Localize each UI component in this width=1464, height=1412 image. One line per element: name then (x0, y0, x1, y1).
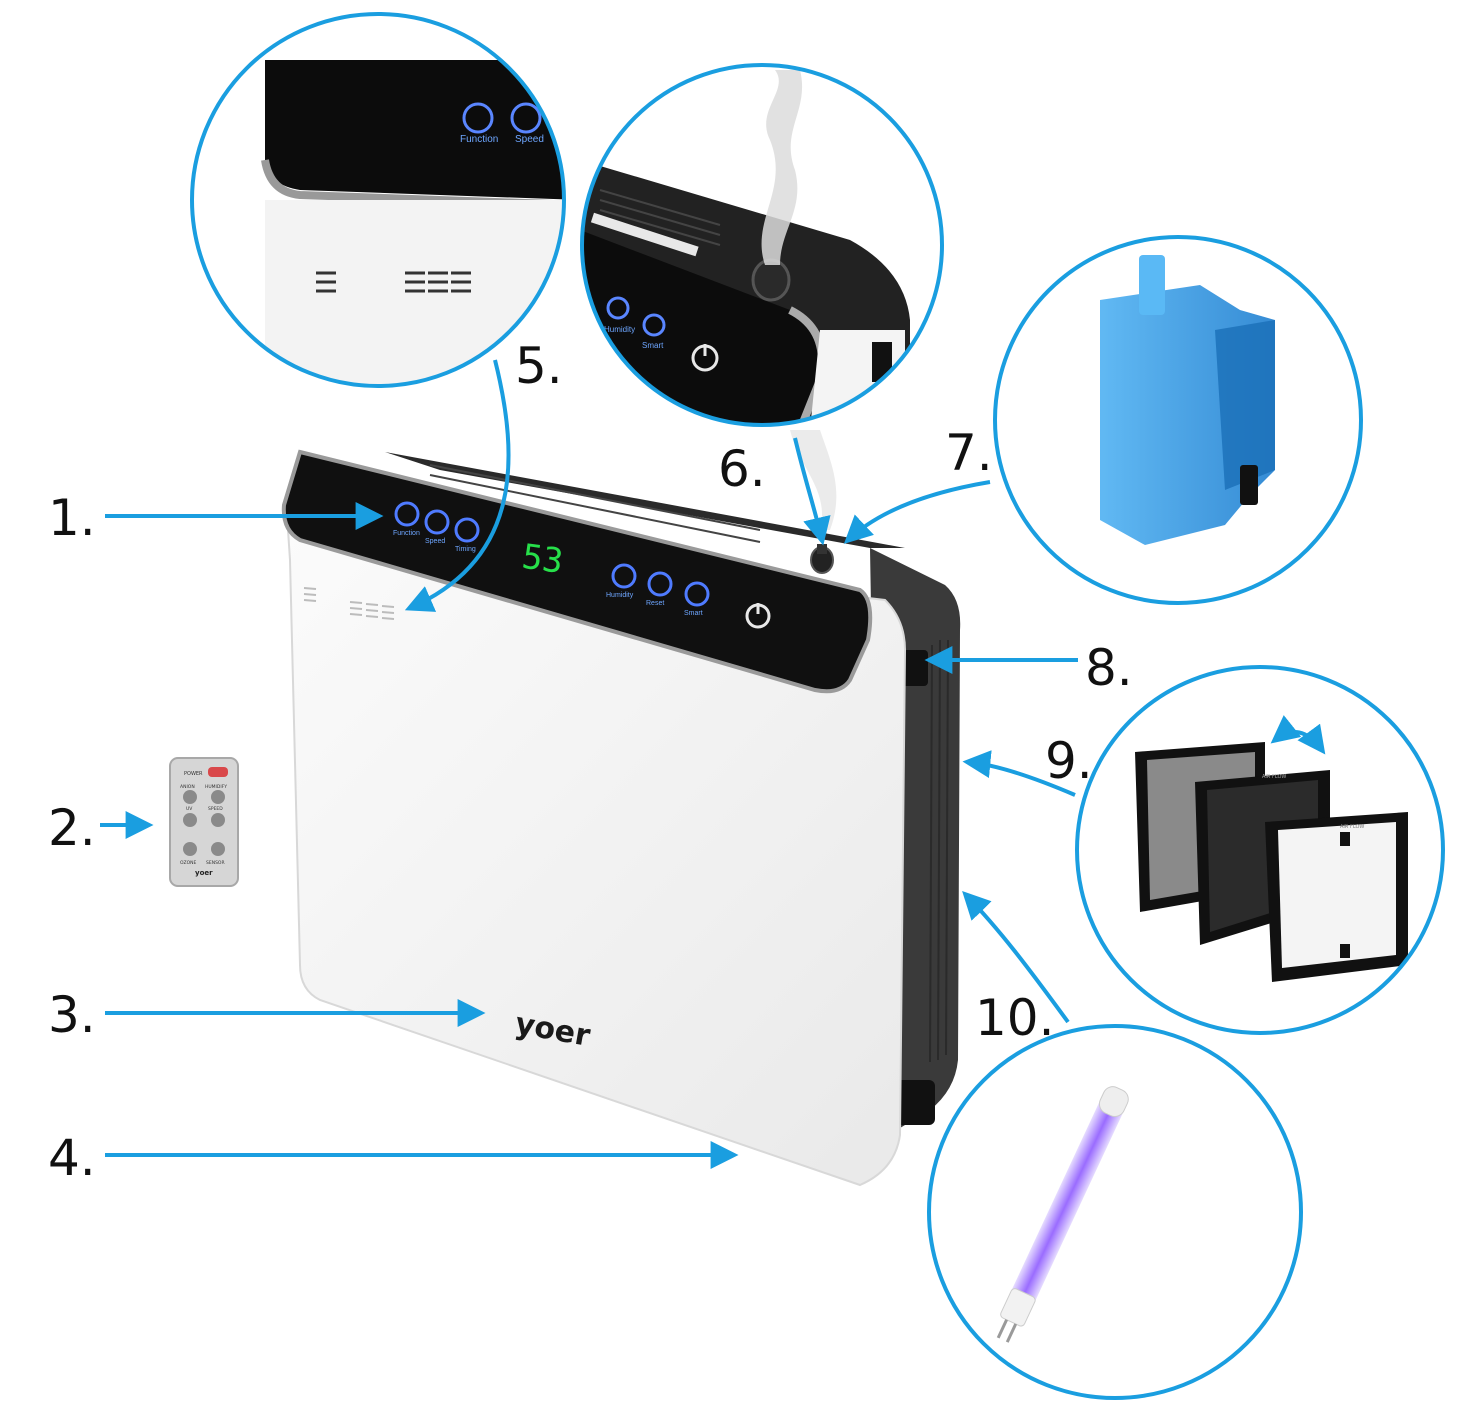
zoom-circle-filters: AIR FLOW AIR FLOW (1075, 665, 1445, 1035)
zoom-circle-mist: Humidity Smart (580, 63, 944, 427)
function-icon[interactable] (394, 501, 420, 527)
arrow-9 (962, 750, 1076, 797)
remote-sensor-label: SENSOR (206, 860, 225, 866)
filter-airflow-label-1: AIR FLOW (1262, 774, 1286, 780)
remote-brand: yoer (195, 869, 213, 877)
zoom-nozzle (751, 258, 791, 302)
zoom-smart-label: Smart (642, 341, 664, 350)
mist-nozzle (810, 544, 834, 574)
label-9: 9. (1045, 732, 1093, 790)
front-body (286, 528, 907, 1187)
smart-icon[interactable] (684, 581, 710, 607)
label-7: 7. (945, 424, 993, 482)
label-3: 3. (48, 986, 96, 1044)
reset-icon[interactable] (647, 571, 673, 597)
air-purifier-unit: Function Speed Timing 53 Humidity Reset … (281, 449, 961, 1187)
fan-speed-icon[interactable] (424, 509, 450, 535)
side-vent-grille (929, 639, 949, 1063)
remote-power-button[interactable] (208, 767, 228, 777)
zoom-speed-icon (510, 102, 542, 134)
label-10: 10. (975, 989, 1055, 1047)
led-display: 53 (520, 537, 566, 582)
zoom-circle-uv-lamp (927, 1024, 1303, 1400)
remote-control: POWER ANION HUMIDIFY UV SPEED OZONE SENS… (169, 757, 239, 887)
callout-arrows (100, 359, 1078, 1169)
label-5: 5. (515, 337, 563, 395)
label-6: 6. (718, 440, 766, 498)
label-2: 2. (48, 799, 96, 857)
panel-buttons-right: Humidity Reset Smart (606, 563, 771, 629)
speed-label: Speed (425, 538, 445, 545)
zoom-speed-label: Speed (515, 134, 544, 145)
arrow-10 (962, 890, 1070, 1024)
tank-valve (1240, 465, 1258, 505)
tank-inlet (1139, 255, 1165, 315)
zoom-smart-icon (642, 313, 666, 337)
front-vent-marks (303, 587, 395, 620)
uv-lamp (996, 1086, 1129, 1343)
top-grille-lines (429, 464, 761, 543)
humidity-icon[interactable] (611, 563, 637, 589)
zoom-circle-vents: Function Speed (190, 12, 566, 388)
humidity-label: Humidity (606, 592, 634, 599)
smart-label: Smart (684, 610, 703, 617)
zoom-function-icon (462, 102, 494, 134)
remote-uv-label: UV (186, 806, 193, 812)
arrow-7 (843, 480, 991, 544)
top-grille (385, 452, 905, 548)
label-8: 8. (1085, 639, 1133, 697)
zoom-humidity-label: Humidity (604, 325, 635, 334)
label-1: 1. (48, 489, 96, 547)
label-4: 4. (48, 1129, 96, 1187)
reset-label: Reset (646, 600, 664, 607)
timer-icon[interactable] (454, 517, 480, 543)
foot (895, 1080, 935, 1125)
remote-anion-label: ANION (180, 784, 195, 790)
filter-airflow-label-2: AIR FLOW (1340, 824, 1364, 830)
panel-buttons-left: Function Speed Timing (393, 501, 480, 553)
arrow-5 (404, 359, 511, 612)
mist-trail (790, 430, 837, 530)
zoom-function-label: Function (460, 134, 498, 145)
swap-arrow-icon (1270, 715, 1326, 755)
zoom-circle-water-tank (993, 235, 1363, 605)
remote-ozone-label: OZONE (180, 860, 197, 866)
remote-humidify-label: HUMIDIFY (205, 784, 227, 790)
remote-power-label: POWER (184, 771, 203, 777)
arrow-6 (793, 437, 831, 546)
zoom-humidity-icon (606, 296, 630, 320)
mist-plume (761, 70, 803, 265)
function-label: Function (393, 530, 420, 537)
remote-speed-label: SPEED (208, 806, 223, 812)
timing-label: Timing (455, 546, 476, 553)
zoom-vent-marks (316, 271, 471, 293)
